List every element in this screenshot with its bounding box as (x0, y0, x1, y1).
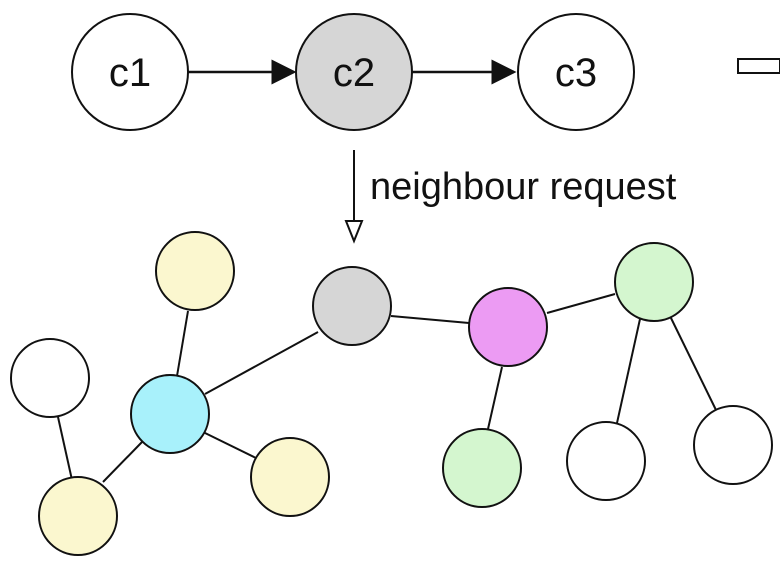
graph-edge-magenta-to-green-right (546, 293, 616, 314)
neighbour-request-arrow (344, 150, 364, 244)
graph-node-white-center (566, 421, 646, 501)
graph-edge-magenta-to-green-bottom (487, 366, 503, 430)
chain-node-c3: c3 (517, 13, 635, 131)
graph-edge-white-left-to-yellow-bottom (57, 416, 73, 481)
graph-node-yellow-top (155, 231, 235, 311)
graph-edge-cyan-to-yellow-right (202, 431, 261, 461)
chain-node-c3-label: c3 (555, 51, 597, 95)
graph-node-white-right (693, 405, 773, 485)
graph-edge-cyan-to-yellow-top (176, 310, 189, 377)
graph-node-green-bottom (442, 428, 522, 508)
graph-node-green-right (614, 242, 694, 322)
graph-edge-green-right-to-white-right (669, 315, 717, 411)
graph-edge-gray-to-magenta (390, 315, 470, 324)
chain-node-c1-label: c1 (109, 51, 151, 95)
next-step-open-arrow (737, 58, 780, 74)
graph-node-cyan (130, 374, 210, 454)
graph-edge-cyan-to-yellow-bottom (102, 441, 143, 483)
graph-node-yellow-bottom (38, 476, 118, 556)
graph-edge-green-right-to-white-center (616, 318, 641, 424)
graph-node-yellow-right (250, 437, 330, 517)
graph-edge-gray-to-cyan (204, 331, 319, 395)
graph-node-magenta (468, 287, 548, 367)
graph-node-white-left (10, 338, 90, 418)
chain-node-c2-label: c2 (333, 51, 375, 95)
graph-node-gray (312, 266, 392, 346)
neighbour-request-label: neighbour request (370, 166, 677, 208)
chain-node-c2: c2 (295, 13, 413, 131)
chain-node-c1: c1 (71, 13, 189, 131)
